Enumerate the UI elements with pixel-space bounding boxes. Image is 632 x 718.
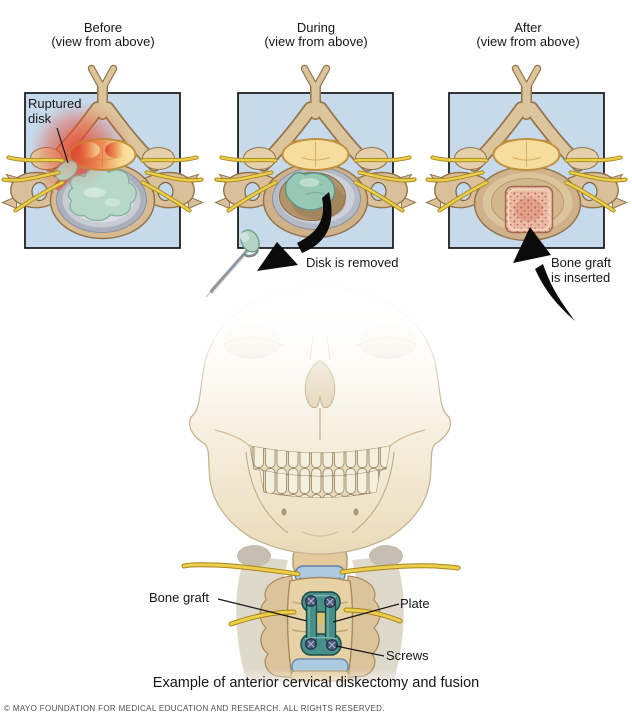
after-title-text: After [514, 20, 542, 35]
panel-title-during: During (view from above) [241, 21, 391, 49]
after-subtitle-text: (view from above) [476, 34, 580, 49]
before-panel-illustration [3, 69, 203, 249]
surgical-instrument [205, 229, 260, 298]
ruptured-disk-label: Ruptured disk [28, 96, 82, 126]
during-title-text: During [296, 20, 336, 35]
ruptured-disk-leader [56, 127, 69, 164]
before-title-text: Before [83, 20, 123, 35]
panel-title-after: After (view from above) [453, 21, 603, 49]
copyright-footer: © MAYO FOUNDATION FOR MEDICAL EDUCATION … [4, 704, 385, 713]
bone-graft-leader [217, 598, 308, 622]
graft-inserted-label: Bone graft is inserted [551, 255, 611, 285]
disk-fragment [284, 172, 336, 211]
panel-title-before: Before (view from above) [28, 21, 178, 49]
skull-illustration [183, 260, 457, 555]
screws-label: Screws [386, 648, 429, 663]
plate-screws [305, 595, 338, 651]
leader-lines [56, 127, 400, 657]
during-panel-illustration [216, 69, 416, 249]
plate-label: Plate [400, 596, 430, 611]
neck-illustration [181, 545, 461, 696]
spinal-cord [492, 137, 561, 172]
skull-fade [183, 260, 457, 410]
bone-graft-label: Bone graft [149, 590, 209, 605]
disk-removed-label: Disk is removed [306, 255, 399, 270]
cervical-nerve-roots [181, 562, 461, 627]
before-subtitle-text: (view from above) [51, 34, 155, 49]
spinal-cord [281, 137, 350, 172]
plate-leader [332, 603, 400, 623]
screws-leader [335, 645, 385, 657]
graft-inserted-arrow [513, 227, 575, 321]
figure-caption: Example of anterior cervical diskectomy … [152, 675, 480, 691]
during-subtitle-text: (view from above) [264, 34, 368, 49]
after-panel-illustration [427, 69, 627, 249]
disk-removed-arrow [257, 192, 332, 271]
